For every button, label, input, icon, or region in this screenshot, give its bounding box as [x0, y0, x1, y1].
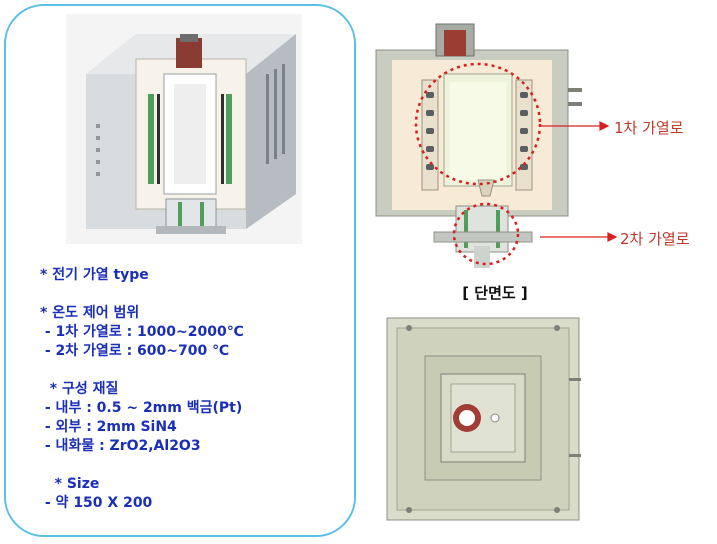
spec-line: * 구성 재질	[40, 381, 119, 397]
furnace-3d-cutaway-image	[66, 14, 302, 244]
spec-line: - 약 150 X 200	[40, 495, 153, 511]
cross-section-caption: [ 단면도 ]	[462, 284, 528, 302]
callout-arrows	[540, 121, 618, 242]
spec-line: * 전기 가열 type	[40, 267, 149, 283]
primary-furnace-label: 1차 가열로	[614, 119, 684, 137]
spec-line: - 외부 : 2mm SiN4	[40, 419, 177, 435]
spec-line: - 1차 가열로 : 1000~2000℃	[40, 324, 244, 340]
spec-line: * 온도 제어 범위	[40, 305, 140, 321]
spec-line: * Size	[40, 476, 100, 492]
top-view-diagram	[386, 317, 581, 521]
spec-line: - 2차 가열로 : 600~700 ℃	[40, 343, 230, 359]
secondary-furnace-label: 2차 가열로	[620, 230, 690, 248]
spec-line: - 내부 : 0.5 ~ 2mm 백금(Pt)	[40, 400, 243, 416]
spec-line: - 내화물 : ZrO2,Al2O3	[40, 438, 201, 454]
spec-text-block: * 전기 가열 type * 온도 제어 범위 - 1차 가열로 : 1000~…	[40, 266, 340, 513]
cross-section-diagram	[375, 23, 582, 268]
